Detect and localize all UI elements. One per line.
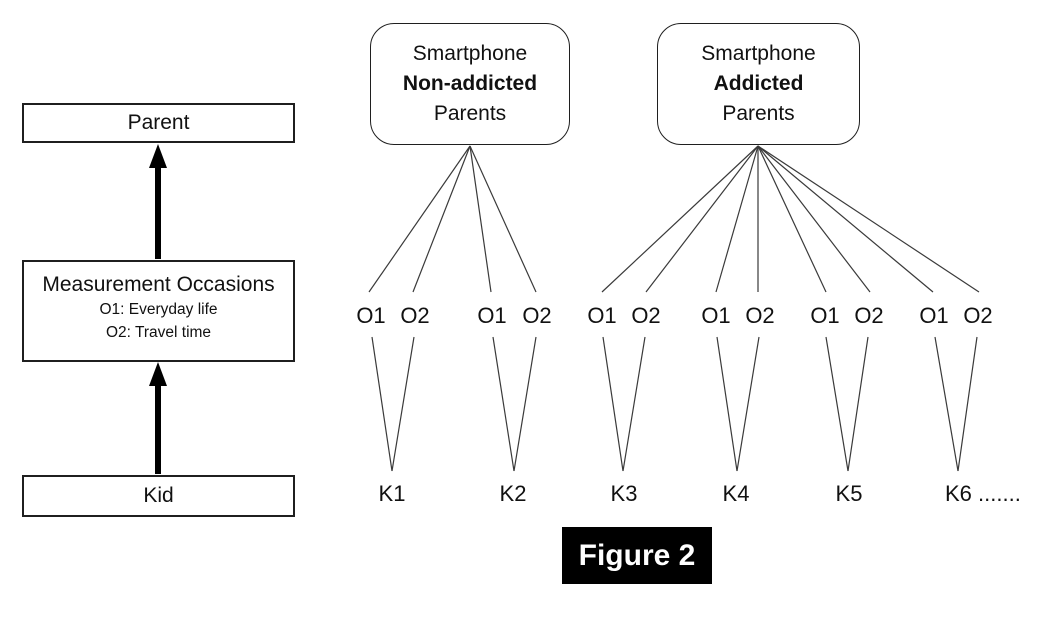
parent-label: Parent	[127, 111, 190, 134]
addicted-parents-box: Smartphone Addicted Parents	[657, 23, 860, 145]
occasion-2-description: O2: Travel time	[105, 324, 212, 341]
non-addicted-parents-box: Smartphone Non-addicted Parents	[370, 23, 570, 145]
occasion-1-description: O1: Everyday life	[99, 301, 218, 318]
occasion-label-k6-o2: O2	[963, 303, 993, 328]
occasion-label-k6-o1: O1	[919, 303, 949, 328]
occasion-label-k2-o2: O2	[522, 303, 552, 328]
measurement-occasions-title: Measurement Occasions	[42, 273, 275, 296]
kid-label-k5: K5	[835, 481, 863, 506]
occasion-label-k3-o2: O2	[631, 303, 661, 328]
converge-lines-kids	[371, 336, 978, 472]
occasion-label-k1-o2: O2	[400, 303, 430, 328]
group-line: Parents	[433, 102, 507, 125]
occasion-label-k1-o1: O1	[356, 303, 386, 328]
occasion-label-k3-o1: O1	[587, 303, 617, 328]
kid-box: Kid	[22, 475, 295, 517]
group-line-bold: Non-addicted	[402, 72, 538, 95]
kid-label-k1: K1	[378, 481, 406, 506]
figure-caption-text: Figure 2	[578, 538, 696, 572]
occasion-label-k2-o1: O1	[477, 303, 507, 328]
group-line-bold: Addicted	[713, 72, 804, 95]
group-line: Smartphone	[412, 42, 528, 65]
parent-box: Parent	[22, 103, 295, 143]
kid-label-k3: K3	[610, 481, 638, 506]
up-arrow-mo-to-parent	[149, 144, 167, 259]
occasion-label-k4-o1: O1	[701, 303, 731, 328]
kid-label-k4: K4	[722, 481, 750, 506]
occasion-label-k4-o2: O2	[745, 303, 775, 328]
figure-caption: Figure 2	[562, 527, 712, 584]
kid-label-k2: K2	[499, 481, 527, 506]
occasion-label-k5-o1: O1	[810, 303, 840, 328]
group-line: Parents	[722, 102, 795, 125]
kid-label-k6: K6 .......	[945, 481, 1021, 506]
group-line: Smartphone	[701, 42, 816, 65]
fan-lines-non-addicted	[368, 145, 537, 293]
fan-lines-addicted	[601, 145, 980, 293]
up-arrow-kid-to-mo	[149, 362, 167, 474]
kid-label: Kid	[143, 484, 174, 507]
measurement-occasions-box: Measurement Occasions O1: Everyday life …	[22, 260, 295, 362]
occasion-label-k5-o2: O2	[854, 303, 884, 328]
